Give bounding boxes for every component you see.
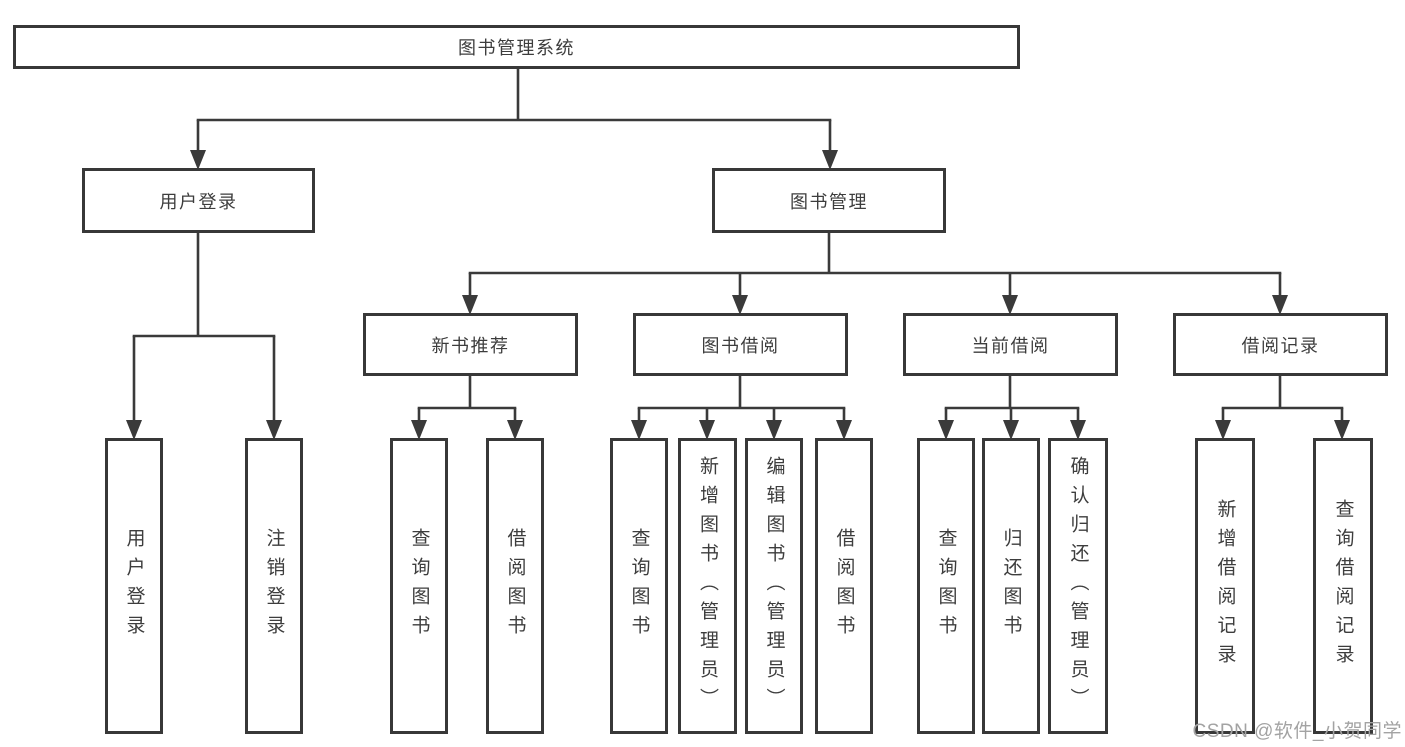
leaf-nbr-query-books: 查询图书 [390, 438, 448, 734]
leaf-logout-label: 注销登录 [263, 528, 285, 644]
node-borrow-records-label: 借阅记录 [1241, 335, 1320, 356]
connector-borrow-records-to-leaves [1215, 376, 1350, 440]
leaf-bb-query-books: 查询图书 [610, 438, 668, 734]
leaf-cb-query-books-label: 查询图书 [935, 528, 957, 644]
node-new-book-recommend: 新书推荐 [363, 313, 578, 376]
leaf-user-login: 用户登录 [105, 438, 163, 734]
leaf-cb-confirm-return-admin: 确认归还（管理员） [1048, 438, 1108, 734]
leaf-cb-return-books-label: 归还图书 [1000, 528, 1022, 644]
leaf-nbr-query-books-label: 查询图书 [408, 528, 430, 644]
connector-book-borrow-to-leaves [631, 376, 852, 440]
node-root: 图书管理系统 [13, 25, 1020, 69]
leaf-bb-borrow-books: 借阅图书 [815, 438, 873, 734]
node-book-borrow: 图书借阅 [633, 313, 848, 376]
node-user-login: 用户登录 [82, 168, 315, 233]
node-current-borrow: 当前借阅 [903, 313, 1118, 376]
leaf-br-add-record-label: 新增借阅记录 [1214, 499, 1236, 673]
csdn-watermark: CSDN @软件_小贺同学 [1192, 721, 1402, 742]
leaf-cb-query-books: 查询图书 [917, 438, 975, 734]
leaf-br-query-record-label: 查询借阅记录 [1332, 499, 1354, 673]
leaf-bb-edit-books-admin: 编辑图书（管理员） [745, 438, 803, 734]
leaf-bb-borrow-books-label: 借阅图书 [833, 528, 855, 644]
leaf-br-query-record: 查询借阅记录 [1313, 438, 1373, 734]
leaf-cb-confirm-return-admin-label: 确认归还（管理员） [1067, 455, 1089, 717]
node-borrow-records: 借阅记录 [1173, 313, 1388, 376]
node-book-management: 图书管理 [712, 168, 946, 233]
connector-root-to-level2 [190, 68, 838, 170]
leaf-bb-add-books-admin: 新增图书（管理员） [678, 438, 737, 734]
node-current-borrow-label: 当前借阅 [971, 335, 1050, 356]
leaf-cb-return-books: 归还图书 [982, 438, 1040, 734]
leaf-bb-edit-books-admin-label: 编辑图书（管理员） [763, 455, 785, 717]
leaf-bb-add-books-admin-label: 新增图书（管理员） [697, 455, 718, 717]
node-book-management-label: 图书管理 [790, 191, 868, 212]
connector-new-book-recommend-to-leaves [411, 376, 523, 440]
leaf-logout: 注销登录 [245, 438, 303, 734]
leaf-bb-query-books-label: 查询图书 [628, 528, 650, 644]
leaf-user-login-label: 用户登录 [123, 528, 145, 644]
leaf-nbr-borrow-books: 借阅图书 [486, 438, 544, 734]
node-user-login-label: 用户登录 [159, 191, 238, 212]
leaf-br-add-record: 新增借阅记录 [1195, 438, 1255, 734]
leaf-nbr-borrow-books-label: 借阅图书 [504, 528, 526, 644]
node-new-book-recommend-label: 新书推荐 [431, 335, 510, 356]
connector-current-borrow-to-leaves [938, 376, 1086, 440]
connector-book-management-to-level3 [462, 232, 1288, 315]
connector-user-login-to-leaves [126, 232, 282, 440]
node-book-borrow-label: 图书借阅 [701, 335, 780, 356]
node-root-label: 图书管理系统 [458, 38, 575, 58]
